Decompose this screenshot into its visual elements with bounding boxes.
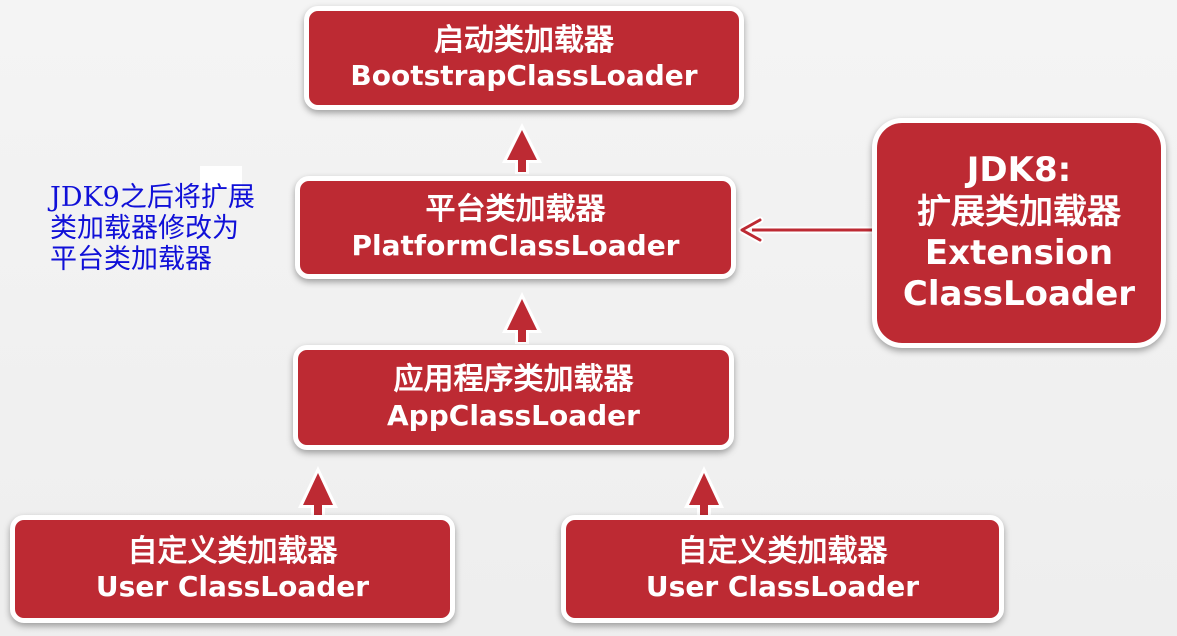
extension-classloader-box: JDK8: 扩展类加载器 Extension ClassLoader xyxy=(872,118,1166,348)
arrow-user-left-to-app xyxy=(298,466,338,519)
extension-line3: Extension xyxy=(924,233,1114,273)
extension-line1: JDK8: xyxy=(966,150,1072,191)
arrow-extension-to-platform xyxy=(738,216,876,244)
bootstrap-classloader-box: 启动类加载器 BootstrapClassLoader xyxy=(304,6,744,110)
arrow-platform-to-bootstrap xyxy=(502,123,542,174)
arrow-user-right-to-app xyxy=(684,466,724,519)
note-highlight xyxy=(200,166,242,188)
extension-line4: ClassLoader xyxy=(902,274,1136,315)
app-en-label: AppClassLoader xyxy=(387,398,640,432)
note-line-3: 平台类加载器 xyxy=(50,244,212,275)
app-zh-label: 应用程序类加载器 xyxy=(393,362,634,398)
user-right-zh-label: 自定义类加载器 xyxy=(677,533,888,569)
bootstrap-en-label: BootstrapClassLoader xyxy=(350,59,698,93)
note-line-1: JDK9之后将扩展 xyxy=(50,182,255,213)
user-right-en-label: User ClassLoader xyxy=(645,570,920,604)
arrow-app-to-platform xyxy=(502,292,542,344)
user-left-en-label: User ClassLoader xyxy=(95,570,370,604)
app-classloader-box: 应用程序类加载器 AppClassLoader xyxy=(293,345,734,450)
bootstrap-zh-label: 启动类加载器 xyxy=(434,22,614,58)
user-left-zh-label: 自定义类加载器 xyxy=(127,533,338,569)
platform-en-label: PlatformClassLoader xyxy=(351,228,680,262)
user-classloader-left-box: 自定义类加载器 User ClassLoader xyxy=(10,515,455,623)
user-classloader-right-box: 自定义类加载器 User ClassLoader xyxy=(561,515,1004,623)
note-line-2: 类加载器修改为 xyxy=(50,213,239,244)
jdk9-note: JDK9之后将扩展 类加载器修改为 平台类加载器 xyxy=(50,182,280,275)
platform-zh-label: 平台类加载器 xyxy=(425,192,606,228)
extension-line2: 扩展类加载器 xyxy=(917,191,1121,232)
platform-classloader-box: 平台类加载器 PlatformClassLoader xyxy=(295,176,736,279)
